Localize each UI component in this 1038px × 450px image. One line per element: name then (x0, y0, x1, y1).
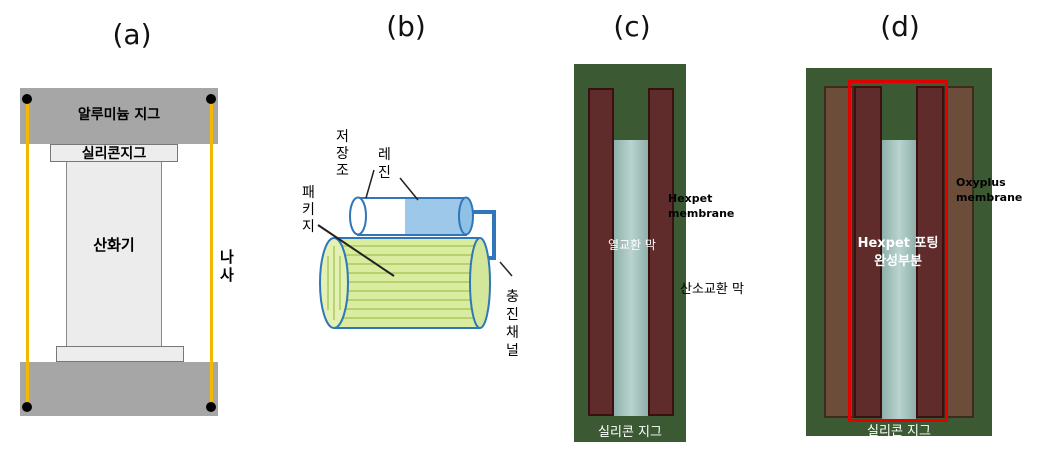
bolt-icon (22, 94, 32, 104)
heat-exchange-channel-c (614, 140, 648, 416)
silicone-jig-top (50, 144, 178, 162)
oxyplus-plate-right (944, 86, 974, 418)
frame-d-right-strip (974, 168, 992, 336)
panel-c-label: (c) (613, 10, 651, 43)
hexpet-plate-d-left (854, 86, 882, 418)
hexpet-label-c-2: membrane (668, 207, 735, 220)
resin-pointer (399, 177, 419, 201)
reservoir-label-2: 장 (336, 146, 349, 162)
resin-fill (405, 199, 465, 234)
screw-label-1: 나 (220, 248, 234, 266)
oxygenator-label: 산화기 (93, 236, 135, 254)
screw-rod-right (210, 98, 213, 408)
package-end-stripes (327, 246, 341, 320)
package-right-end (469, 237, 491, 329)
fill-channel-pointer (499, 261, 513, 277)
panel-a-label: (a) (112, 18, 152, 51)
package-pointer (317, 224, 395, 277)
frame-c-left-strip (574, 170, 588, 336)
heat-exchange-channel-d (882, 140, 916, 420)
aluminum-jig-label: 알루미늄 지그 (77, 107, 161, 123)
package-label-3: 지 (302, 219, 315, 235)
silicone-jig-label-c: 실리콘 지그 (598, 425, 662, 440)
reservoir-pointer (365, 169, 375, 199)
potting-label-2: 완성부분 (874, 254, 922, 269)
bolt-icon (22, 402, 32, 412)
silicone-jig-label: 실리콘지그 (81, 146, 147, 162)
silicone-jig-bottom (56, 346, 184, 362)
reservoir-right-end (458, 196, 474, 236)
bolt-icon (206, 402, 216, 412)
aluminum-jig-top (20, 88, 218, 144)
screw-rod-left (26, 98, 29, 408)
membrane-plate-c-left (588, 88, 614, 416)
reservoir-left-end (349, 196, 367, 236)
potting-highlight-box (848, 80, 948, 422)
package-label-1: 패 (302, 185, 315, 201)
heat-exchange-label: 열교환 막 (608, 238, 656, 252)
potting-label-1: Hexpet 포팅 (857, 236, 939, 251)
aluminum-jig-bottom (20, 362, 218, 416)
oxyplus-label-1: Oxyplus (956, 176, 1006, 189)
frame-c-right-strip (672, 170, 686, 336)
reservoir-label-1: 저 (336, 129, 349, 145)
screw-label-2: 사 (220, 266, 234, 284)
oxygen-exchange-label: 산소교환 막 (680, 282, 744, 297)
bolt-icon (206, 94, 216, 104)
silicone-jig-label-d: 실리콘 지그 (867, 424, 931, 439)
hexpet-plate-d-right (916, 86, 944, 418)
fill-channel-label-3: 채 (506, 325, 519, 341)
package-label-2: 키 (302, 202, 315, 218)
fill-channel-label-2: 진 (506, 307, 519, 323)
panel-d-label: (d) (880, 10, 920, 43)
fill-channel-label-4: 널 (506, 343, 519, 359)
package-stripes (336, 245, 480, 319)
resin-label-2: 진 (378, 165, 391, 181)
frame-d-left-strip (806, 168, 824, 336)
panel-b-label: (b) (386, 10, 426, 43)
reservoir-label-3: 조 (336, 163, 349, 179)
oxygenator-body (66, 162, 162, 346)
hexpet-label-c-1: Hexpet (668, 192, 713, 205)
fill-channel-label-1: 충 (506, 289, 519, 305)
oxyplus-label-2: membrane (956, 191, 1023, 204)
resin-label-1: 레 (378, 147, 391, 163)
membrane-plate-c-right (648, 88, 674, 416)
